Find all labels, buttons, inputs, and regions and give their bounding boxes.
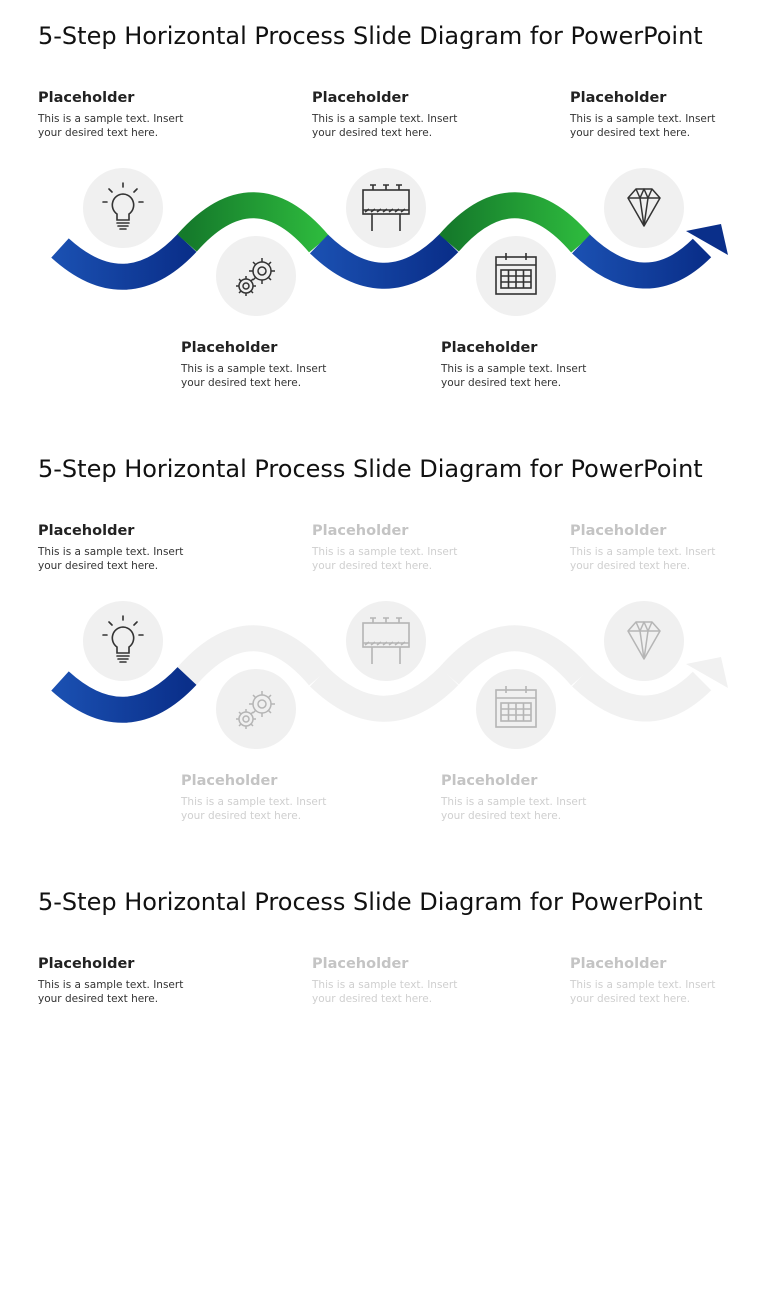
step-3-icon-circle	[346, 601, 426, 681]
step-heading: Placeholder	[312, 956, 409, 972]
step-heading: Placeholder	[38, 523, 135, 539]
step-3-icon-circle	[346, 168, 426, 248]
slide-title: 5-Step Horizontal Process Slide Diagram …	[38, 888, 703, 916]
wave-segment-4	[439, 192, 591, 253]
slide-title: 5-Step Horizontal Process Slide Diagram …	[38, 455, 703, 483]
step-heading: Placeholder	[312, 523, 409, 539]
step-4-text: Placeholder This is a sample text. Inser…	[441, 340, 621, 390]
wave-segment-1	[51, 666, 197, 723]
gears-icon	[236, 691, 275, 729]
wave-segment-2	[177, 192, 329, 253]
step-2-icon-circle	[216, 669, 296, 749]
step-5-icon-circle	[604, 168, 684, 248]
wave-segment-5	[572, 667, 712, 722]
step-5-text: Placeholder This is a sample text. Inser…	[570, 956, 750, 1006]
arrow-head	[686, 224, 728, 255]
step-4-icon-circle	[476, 669, 556, 749]
calendar-icon	[495, 686, 537, 728]
step-5-text: Placeholder This is a sample text. Inser…	[570, 523, 750, 573]
diamond-icon	[627, 621, 661, 660]
slide-2: 5-Step Horizontal Process Slide Diagram …	[0, 433, 768, 866]
step-4-text: Placeholder This is a sample text. Inser…	[441, 773, 621, 823]
step-2-icon-circle	[216, 236, 296, 316]
slide-title: 5-Step Horizontal Process Slide Diagram …	[38, 22, 703, 50]
step-1-text: Placeholder This is a sample text. Inser…	[38, 90, 218, 140]
step-3-text: Placeholder This is a sample text. Inser…	[312, 523, 492, 573]
wave-segment-3	[309, 666, 459, 722]
step-heading: Placeholder	[38, 90, 135, 106]
lightbulb-icon	[102, 182, 144, 230]
calendar-icon	[495, 253, 537, 295]
lightbulb-icon	[102, 615, 144, 663]
billboard-icon	[362, 184, 410, 231]
wave-segment-5	[572, 234, 712, 289]
arrow-head	[686, 657, 728, 688]
step-heading: Placeholder	[181, 773, 278, 789]
billboard-icon	[362, 617, 410, 664]
wave-segment-1	[51, 233, 197, 290]
step-heading: Placeholder	[181, 340, 278, 356]
step-2-text: Placeholder This is a sample text. Inser…	[181, 773, 361, 823]
step-1-text: Placeholder This is a sample text. Inser…	[38, 956, 218, 1006]
step-heading: Placeholder	[570, 523, 667, 539]
step-5-text: Placeholder This is a sample text. Inser…	[570, 90, 750, 140]
diamond-icon	[627, 188, 661, 227]
process-wave	[51, 625, 728, 723]
wave-segment-2	[177, 625, 329, 686]
step-3-text: Placeholder This is a sample text. Inser…	[312, 90, 492, 140]
step-5-icon-circle	[604, 601, 684, 681]
step-heading: Placeholder	[312, 90, 409, 106]
process-wave	[51, 192, 728, 290]
step-heading: Placeholder	[570, 90, 667, 106]
gears-icon	[236, 258, 275, 296]
step-1-text: Placeholder This is a sample text. Inser…	[38, 523, 218, 573]
step-heading: Placeholder	[441, 773, 538, 789]
step-2-text: Placeholder This is a sample text. Inser…	[181, 340, 361, 390]
step-1-icon-circle	[83, 601, 163, 681]
wave-segment-3	[309, 233, 459, 289]
step-4-icon-circle	[476, 236, 556, 316]
step-3-text: Placeholder This is a sample text. Inser…	[312, 956, 492, 1006]
step-heading: Placeholder	[570, 956, 667, 972]
step-heading: Placeholder	[441, 340, 538, 356]
step-heading: Placeholder	[38, 956, 135, 972]
wave-segment-4	[439, 625, 591, 686]
step-1-icon-circle	[83, 168, 163, 248]
slide-1: 5-Step Horizontal Process Slide Diagram …	[0, 0, 768, 433]
slide-3: 5-Step Horizontal Process Slide Diagram …	[0, 866, 768, 1299]
